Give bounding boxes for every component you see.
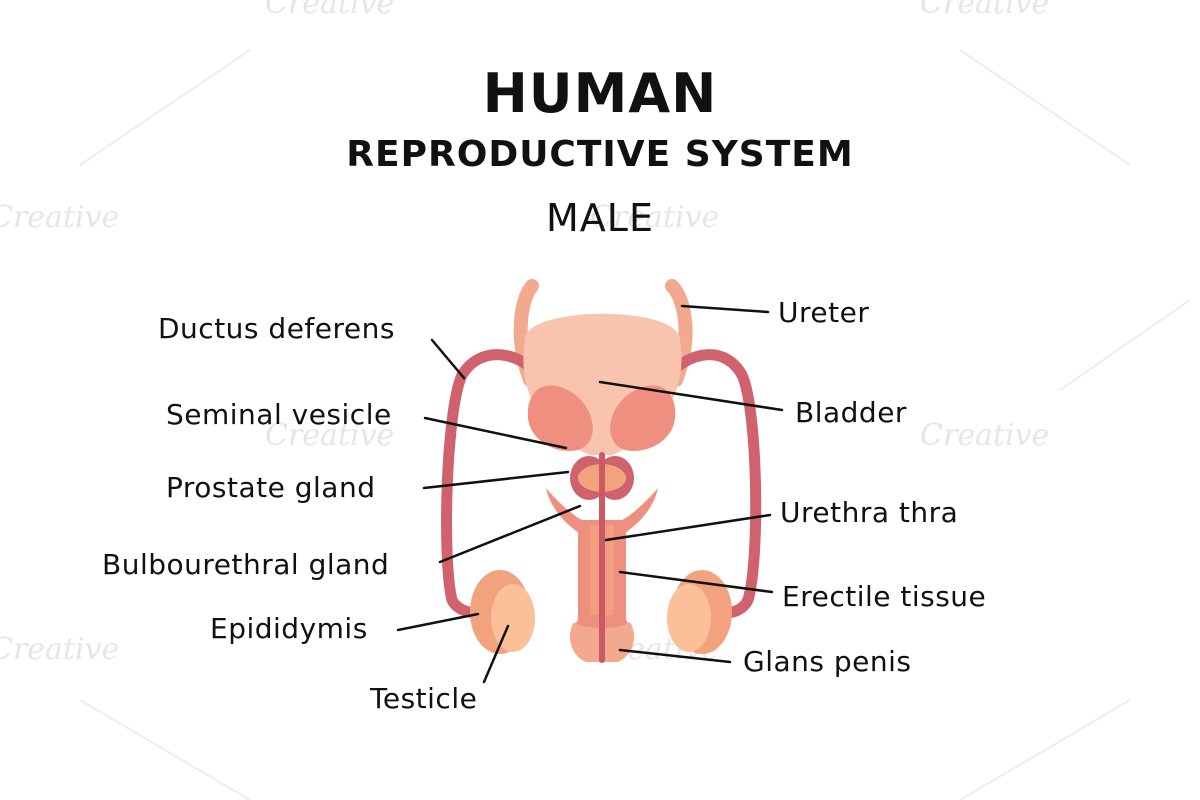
leader-ductus-deferens bbox=[430, 338, 466, 380]
crus-right bbox=[622, 488, 658, 535]
watermark-lines bbox=[79, 49, 1191, 800]
leader-ureter bbox=[680, 304, 770, 314]
ductus-deferens-left bbox=[441, 349, 546, 619]
leader-urethra bbox=[604, 513, 772, 542]
leader-testicle bbox=[482, 624, 510, 684]
label-bladder: Bladder bbox=[795, 396, 907, 429]
leader-seminal-vesicle bbox=[423, 416, 568, 450]
label-urethra: Urethra thra bbox=[780, 496, 959, 529]
leader-bulbourethral-gland bbox=[438, 504, 582, 564]
leader-lines bbox=[396, 304, 784, 684]
label-epididymis: Epididymis bbox=[210, 612, 368, 645]
title-human: HUMAN bbox=[482, 62, 718, 125]
label-seminal-vesicle: Seminal vesicle bbox=[166, 398, 392, 431]
title-block: HUMAN REPRODUCTIVE SYSTEM MALE bbox=[0, 0, 1200, 240]
label-ureter: Ureter bbox=[778, 296, 870, 329]
testicle-right bbox=[667, 584, 711, 652]
seminal-vesicle-right bbox=[610, 385, 676, 451]
leader-glans-penis bbox=[618, 648, 732, 664]
label-testicle: Testicle bbox=[370, 682, 478, 715]
label-ductus-deferens: Ductus deferens bbox=[158, 312, 395, 345]
title-male: MALE bbox=[546, 196, 654, 240]
seminal-vesicle-left bbox=[527, 385, 593, 451]
label-glans-penis: Glans penis bbox=[743, 645, 912, 678]
label-bulbourethral-gland: Bulbourethral gland bbox=[102, 548, 390, 581]
leader-prostate-gland bbox=[422, 470, 570, 490]
label-erectile-tissue: Erectile tissue bbox=[782, 580, 987, 613]
title-reproductive-system: REPRODUCTIVE SYSTEM bbox=[346, 134, 854, 175]
ductus-deferens-right bbox=[659, 349, 762, 619]
testicle-left bbox=[491, 584, 535, 652]
label-prostate-gland: Prostate gland bbox=[166, 471, 376, 504]
leader-bladder bbox=[598, 380, 784, 412]
leader-epididymis bbox=[396, 612, 480, 632]
leader-erectile-tissue bbox=[618, 570, 774, 594]
